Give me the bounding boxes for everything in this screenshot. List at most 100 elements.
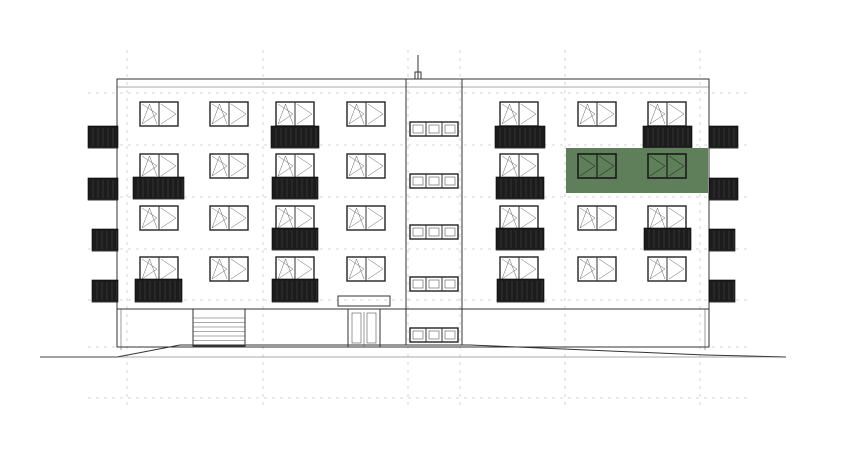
window-opening-mark [598, 207, 615, 229]
window-floor1-bay3 [275, 256, 315, 282]
balcony-railing [271, 227, 319, 251]
window-opening-mark [520, 103, 537, 125]
window-opening-mark [277, 207, 294, 229]
front-balcony-3 [642, 125, 693, 149]
stair-window-2 [409, 173, 459, 189]
window-floor2-bay7 [647, 205, 687, 231]
stair-window-frame [409, 327, 459, 343]
window-opening-mark [211, 258, 228, 280]
window-opening-mark [668, 258, 685, 280]
window-opening-mark [598, 103, 615, 125]
stair-window-pane [412, 227, 424, 237]
window-opening-mark [141, 207, 158, 229]
window-floor2-bay3 [275, 205, 315, 231]
window-opening-mark [348, 155, 365, 177]
balcony-railing [708, 279, 736, 303]
window-opening-mark [211, 207, 228, 229]
window-opening-mark [501, 258, 518, 280]
window-floor4-bay3 [275, 101, 315, 127]
window-opening-mark [348, 258, 365, 280]
window-floor1-bay6 [577, 256, 617, 282]
stair-window-pane [428, 330, 440, 340]
window-opening-mark [160, 103, 177, 125]
window-opening-mark [141, 258, 158, 280]
window-opening-mark [520, 155, 537, 177]
window-opening-mark [277, 258, 294, 280]
stair-window-pane [428, 124, 440, 134]
stair-window-pane [444, 227, 456, 237]
window-opening-mark [668, 207, 685, 229]
window-floor3-bay1 [139, 153, 179, 179]
window-opening-mark [649, 103, 666, 125]
window-opening-mark [501, 258, 518, 280]
window-floor4-bay6 [577, 101, 617, 127]
window-opening-mark [277, 155, 294, 177]
balcony-railing [642, 125, 693, 149]
stair-window-frame [409, 224, 459, 240]
window-floor1-bay7 [647, 256, 687, 282]
window-floor2-bay2 [209, 205, 249, 231]
window-opening-mark [211, 155, 228, 177]
window-opening-mark [277, 258, 294, 280]
window-opening-mark [141, 258, 158, 280]
facade-outline [116, 78, 710, 310]
window-opening-mark [160, 207, 177, 229]
stair-window-pane [412, 124, 424, 134]
window-floor2-bay4 [346, 205, 386, 231]
entrance-door-leaf-left [351, 312, 362, 344]
front-balcony-1 [270, 125, 320, 149]
plinth [116, 308, 710, 348]
stair-window-pane [444, 124, 456, 134]
balcony-railing [270, 125, 320, 149]
entrance-door-leaf-right [366, 312, 377, 344]
window-opening-mark [598, 258, 615, 280]
balcony-layer [87, 125, 739, 303]
window-opening-mark [211, 103, 228, 125]
window-opening-mark [501, 103, 518, 125]
window-floor3-bay4 [346, 153, 386, 179]
window-opening-mark [579, 103, 596, 125]
window-floor3-bay3 [275, 153, 315, 179]
stair-window-pane [444, 279, 456, 289]
side-balcony-left-3 [91, 228, 119, 252]
front-balcony-11 [271, 278, 319, 303]
window-opening-mark [211, 155, 228, 177]
side-balcony-right-4 [708, 279, 736, 303]
window-floor2-bay1 [139, 205, 179, 231]
window-opening-mark [230, 207, 247, 229]
window-opening-mark [367, 103, 384, 125]
front-balcony-2 [494, 125, 546, 149]
window-floor1-bay5 [499, 256, 539, 282]
window-floor4-bay2 [209, 101, 249, 127]
window-opening-mark [579, 258, 596, 280]
window-floor4-bay7 [647, 101, 687, 127]
balcony-railing [91, 279, 119, 303]
window-opening-mark [501, 103, 518, 125]
stair-window-pane [412, 279, 424, 289]
window-floor1-bay2 [209, 256, 249, 282]
highlighted-window-mark [579, 155, 596, 177]
balcony-railing [708, 228, 736, 252]
balcony-railing [708, 177, 739, 201]
window-opening-mark [296, 155, 313, 177]
window-opening-mark [141, 207, 158, 229]
side-balcony-left-2 [87, 177, 119, 201]
window-opening-mark [668, 103, 685, 125]
window-opening-mark [649, 207, 666, 229]
window-opening-mark [501, 207, 518, 229]
window-opening-mark [277, 103, 294, 125]
stair-window-frame [409, 276, 459, 292]
window-opening-mark [579, 207, 596, 229]
stair-window-pane [428, 227, 440, 237]
stair-window-frame [409, 121, 459, 137]
highlight-layer [566, 148, 708, 193]
front-balcony-4 [132, 176, 185, 200]
stair-window-pane [444, 330, 456, 340]
stair-window-pane [428, 176, 440, 186]
stair-window-pane [428, 279, 440, 289]
window-floor1-bay1 [139, 256, 179, 282]
window-opening-mark [348, 207, 365, 229]
window-opening-mark [211, 258, 228, 280]
window-opening-mark [211, 207, 228, 229]
window-opening-mark [277, 207, 294, 229]
